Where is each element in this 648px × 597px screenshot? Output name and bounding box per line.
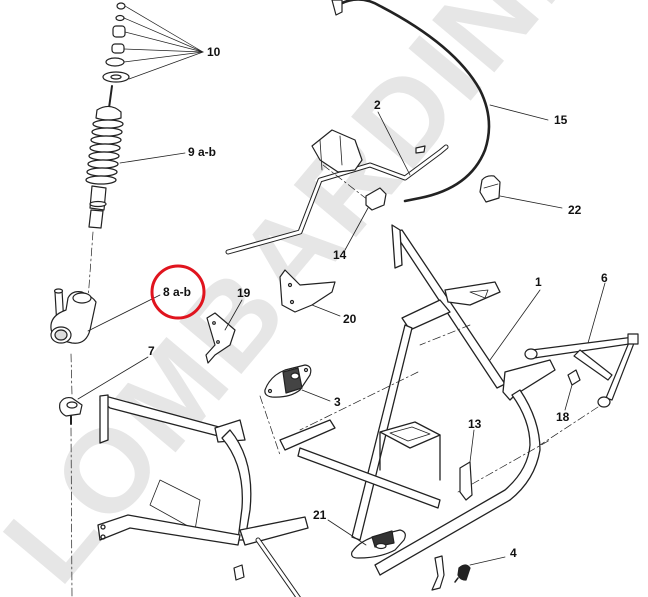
part-9-shock-absorber[interactable] xyxy=(85,85,186,301)
small-part-left xyxy=(233,564,245,581)
callout-6[interactable]: 6 xyxy=(601,271,608,285)
part-2-steering-bracket[interactable] xyxy=(225,111,449,255)
part-19-mounting-bracket[interactable] xyxy=(205,299,243,364)
part-7-ball-joint[interactable] xyxy=(59,356,149,597)
part-10-mount-kit[interactable] xyxy=(102,2,204,83)
part-spacer xyxy=(431,555,445,591)
part-13-bracket[interactable] xyxy=(459,429,475,501)
part-22-clip[interactable] xyxy=(479,175,563,209)
callout-15[interactable]: 15 xyxy=(554,113,568,127)
callout-9-a-b[interactable]: 9 a-b xyxy=(188,145,217,159)
callout-18[interactable]: 18 xyxy=(556,410,570,424)
callout-2[interactable]: 2 xyxy=(374,98,381,112)
part-21-silentblock[interactable] xyxy=(327,519,406,559)
callout-20[interactable]: 20 xyxy=(343,312,357,326)
callout-14[interactable]: 14 xyxy=(333,248,347,262)
callout-8-a-b[interactable]: 8 a-b xyxy=(163,285,192,299)
callout-10[interactable]: 10 xyxy=(207,45,221,59)
part-1-chassis-frame[interactable] xyxy=(97,224,556,597)
part-14-cable-bracket[interactable] xyxy=(344,187,387,251)
part-3-engine-mount[interactable] xyxy=(259,364,331,456)
callout-4[interactable]: 4 xyxy=(510,546,517,560)
callout-21[interactable]: 21 xyxy=(313,508,327,522)
callout-3[interactable]: 3 xyxy=(334,395,341,409)
part-15-cable[interactable] xyxy=(331,0,549,203)
callout-13[interactable]: 13 xyxy=(468,417,482,431)
callout-22[interactable]: 22 xyxy=(568,203,582,217)
callout-7[interactable]: 7 xyxy=(148,344,155,358)
part-20-support-bracket[interactable] xyxy=(279,269,341,317)
highlight-circle xyxy=(150,264,206,320)
part-6-wishbone[interactable] xyxy=(524,282,639,446)
callout-1[interactable]: 1 xyxy=(535,275,542,289)
part-18-small-bracket[interactable] xyxy=(564,369,581,411)
callout-19[interactable]: 19 xyxy=(237,286,251,300)
part-4-rubber-bumper[interactable] xyxy=(454,556,506,583)
part-8-steering-knuckle[interactable] xyxy=(50,288,161,396)
